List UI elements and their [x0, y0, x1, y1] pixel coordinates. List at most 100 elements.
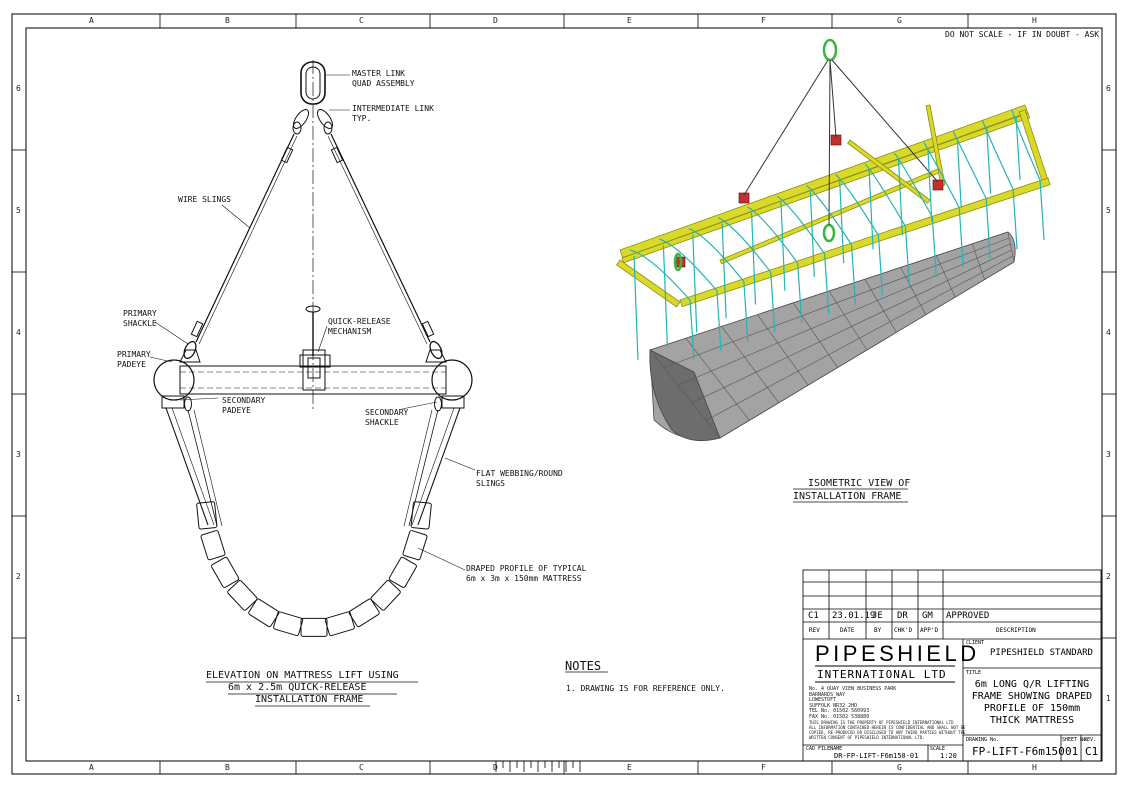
sheet-label: SHEET No. [1062, 737, 1090, 743]
header-note: DO NOT SCALE - IF IN DOUBT - ASK [945, 30, 1100, 39]
iso-caption-2: INSTALLATION FRAME [793, 491, 902, 502]
iso-mattress-joint [649, 349, 721, 439]
rev-description: APPROVED [946, 611, 990, 621]
mattress-block [211, 556, 240, 588]
iso-drop-strap [839, 180, 845, 264]
rev-header-chkd: CHK'D [894, 627, 913, 634]
mattress-block [248, 598, 280, 628]
iso-mattress-joint [721, 326, 780, 403]
grid-ticks [12, 14, 1116, 774]
iso-drop-strap-back [985, 198, 991, 259]
notes-title: NOTES [565, 659, 602, 673]
client-value: PIPESHIELD STANDARD [990, 648, 1093, 658]
iso-mattress-row [691, 249, 1012, 404]
elevation-caption-3: INSTALLATION FRAME [255, 694, 364, 705]
iso-drop-strap-back [743, 281, 749, 342]
grid-row-right-6: 6 [1106, 84, 1111, 93]
rev-header-rev: REV [809, 627, 820, 634]
iso-drop-strap [897, 159, 904, 236]
company-name-2: INTERNATIONAL LTD [817, 668, 947, 681]
iso-strap [893, 152, 933, 218]
primary-padeye-right [425, 349, 447, 363]
grid-col-top-B: B [225, 16, 230, 25]
leader-lines [149, 74, 476, 571]
company-address: No. 4 QUAY VIEW BUSINESS PARK BARNARDS W… [809, 686, 897, 720]
mattress-block [200, 530, 226, 561]
iso-drop-strap-back [850, 244, 857, 305]
iso-drop-strap-back [824, 253, 830, 314]
rev-header-description: DESCRIPTION [996, 627, 1036, 634]
iso-drop-strap-back [1039, 179, 1045, 241]
intermediate-link-right [316, 109, 334, 129]
iso-mattress-joint [936, 255, 956, 298]
rev-final: C1 [1085, 745, 1099, 758]
drawing-title: 6m LONG Q/R LIFTING FRAME SHOWING DRAPED… [964, 679, 1100, 727]
iso-mattress-row [705, 255, 1013, 421]
grid-row-right-5: 5 [1106, 206, 1111, 215]
rev-header-by: BY [874, 627, 882, 634]
frame-end-left [153, 359, 195, 401]
grid-col-top-A: A [89, 16, 94, 25]
title-line-3: PROFILE OF 150mm [983, 703, 1081, 714]
iso-drop-strap [692, 234, 698, 333]
cad-label: CAD FILENAME [806, 746, 843, 752]
rev-chkd: DR [897, 611, 908, 621]
grid-col-bottom-B: B [225, 763, 230, 772]
iso-drop-strap [633, 255, 639, 361]
title-block [802, 569, 1102, 762]
iso-drop-strap [809, 191, 815, 277]
grid-row-right-1: 1 [1106, 694, 1111, 703]
caption-underlines [206, 488, 908, 707]
label-flat-webbing: FLAT WEBBING/ROUND SLINGS [476, 469, 563, 488]
grid-col-bottom-D: D [493, 763, 498, 772]
iso-drop-strap-back [931, 216, 937, 277]
iso-strap [923, 141, 960, 208]
iso-mattress [649, 231, 1016, 442]
iso-drop-strap-back [904, 226, 910, 287]
grid-col-top-D: D [493, 16, 498, 25]
rev-header-date: DATE [840, 627, 855, 634]
grid-col-top-F: F [761, 16, 766, 25]
frame-end-right [431, 359, 473, 401]
copyright-notice: THIS DRAWING IS THE PROPERTY OF PIPESHIE… [809, 720, 966, 740]
iso-shackle [738, 192, 750, 204]
iso-frame [616, 38, 1051, 308]
grid-row-right-2: 2 [1106, 572, 1111, 581]
cad-filename: DR-FP-LIFT-F6m150-01 [834, 752, 919, 760]
webbing-left-outer [165, 407, 209, 526]
iso-strap [1011, 109, 1041, 181]
title-line-2: FRAME SHOWING DRAPED [971, 691, 1093, 702]
iso-drop-strap-back [797, 263, 803, 324]
iso-shackle [932, 179, 944, 191]
isometric-view [616, 38, 1051, 442]
grid-row-left-4: 4 [16, 328, 21, 337]
grid-col-top-G: G [897, 16, 902, 25]
note-1: 1. DRAWING IS FOR REFERENCE ONLY. [566, 684, 725, 693]
mattress-block [410, 501, 432, 530]
iso-drop-strap-back [877, 235, 884, 296]
company-name: PIPESHIELD [815, 641, 980, 666]
iso-mattress-joint [828, 290, 868, 351]
iso-mattress-joint [1007, 231, 1015, 263]
rev-label: REV. [1084, 737, 1097, 743]
iso-drop-strap [868, 169, 874, 250]
iso-mattress-row [677, 243, 1011, 386]
grid-col-bottom-G: G [897, 763, 902, 772]
label-wire-slings: WIRE SLINGS [178, 195, 231, 204]
grid-row-left-1: 1 [16, 694, 21, 703]
iso-strap [688, 227, 745, 282]
grid-row-right-4: 4 [1106, 328, 1111, 337]
iso-strap [776, 195, 826, 255]
iso-drop-strap [986, 126, 992, 194]
elevation-caption-1: ELEVATION ON MATTRESS LIFT USING [206, 670, 399, 681]
grid-col-bottom-C: C [359, 763, 364, 772]
rev-by: JE [872, 611, 883, 621]
iso-webbing [629, 109, 1045, 361]
grid-col-top-C: C [359, 16, 364, 25]
sheet-value: 01 [1065, 745, 1079, 758]
iso-mattress-joint [757, 314, 809, 386]
iso-drop-strap-back [958, 207, 964, 268]
iso-drop-strap-back [689, 299, 695, 361]
grid-row-left-5: 5 [16, 206, 21, 215]
